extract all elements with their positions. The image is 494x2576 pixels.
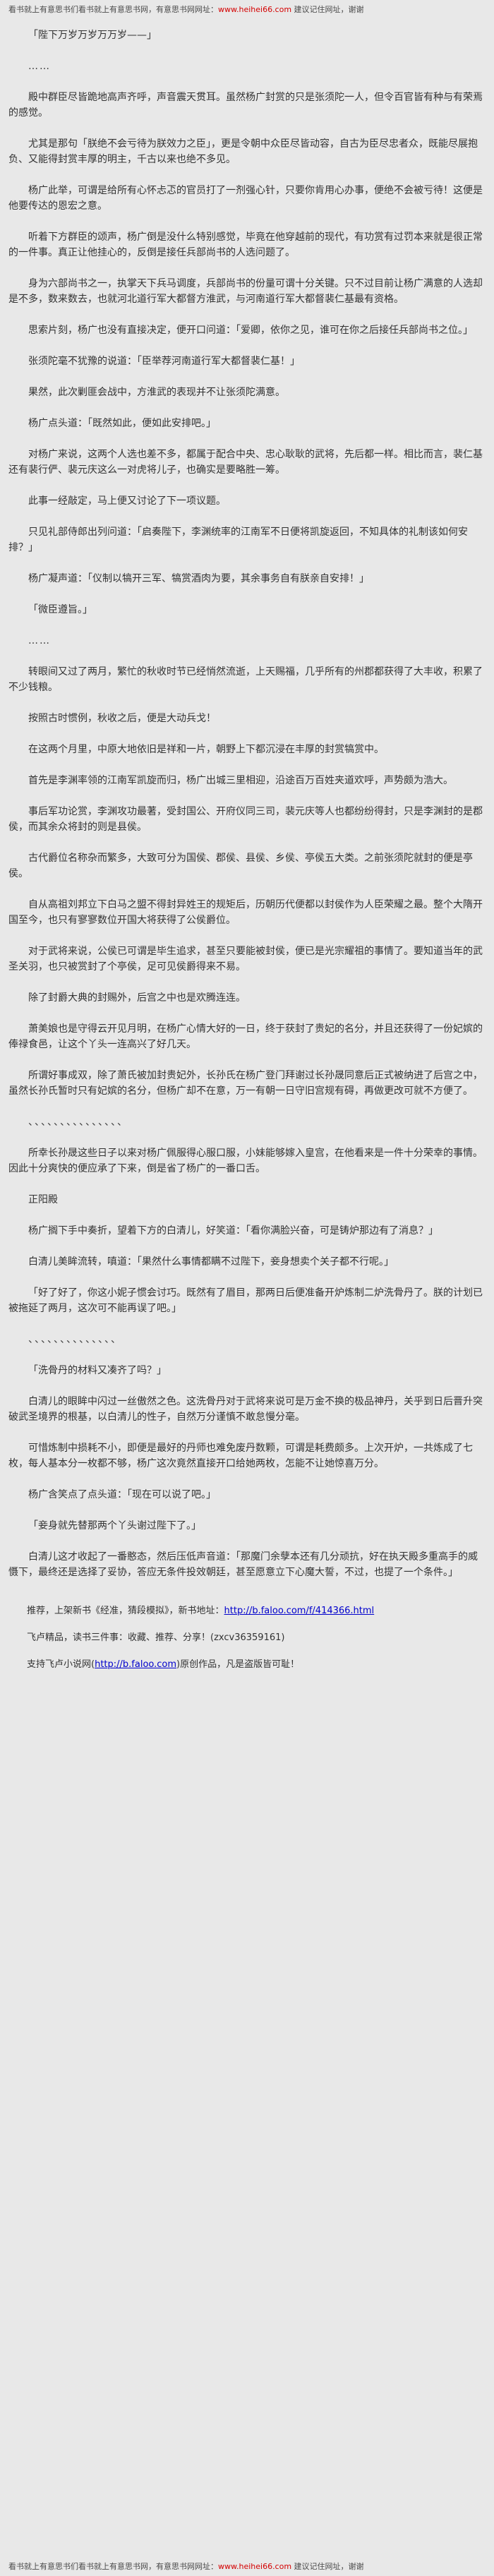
promo-three-things-text: 飞卢精品，读书三件事：收藏、推荐、分享！	[27, 1632, 211, 1643]
novel-paragraph: ……	[28, 61, 51, 72]
novel-paragraph: ……	[28, 635, 51, 646]
promo-new-book-line: 推荐，上架新书《经准，猜段模拟》，新书地址：http://b.faloo.com…	[8, 1604, 486, 1618]
promo-support-suffix: )原创作品，凡是盗版皆可耻！	[176, 1659, 300, 1670]
novel-paragraph: 白清儿美眸流转，嗔道：「果然什么事情都瞒不过陛下，妾身想卖个关子都不行呢。」	[28, 1256, 394, 1268]
novel-paragraph: 对杨广来说，这两个人选也差不多，都属于配合中央、忠心耿耿的武将，先后都一样。相比…	[8, 449, 483, 476]
novel-paragraph: 杨广此举，可谓是给所有心怀忐忑的官员打了一剂强心针，只要你肯用心办事，便绝不会被…	[8, 185, 483, 212]
site-notice-suffix: 建议记住网址，谢谢	[291, 5, 364, 14]
novel-paragraph: 「陛下万岁万岁万万岁——」	[28, 30, 157, 41]
novel-paragraph: 事后军功论赏，李渊攻功最著，受封国公、开府仪同三司，裴元庆等人也都纷纷得封，只是…	[8, 806, 483, 833]
novel-paragraph: 思索片刻，杨广也没有直接决定，便开口问道：「爱卿，依你之见，谁可在你之后接任兵部…	[28, 325, 473, 336]
novel-paragraph: 听着下方群臣的颂声，杨广倒是没什么特别感觉，毕竟在他穿越前的现代，有功赏有过罚本…	[8, 231, 483, 258]
novel-paragraph: 「好了好了，你这小妮子惯会讨巧。既然有了眉目，那两日后便准备开炉炼制二炉洗骨丹了…	[8, 1287, 483, 1314]
novel-paragraph: 「洗骨丹的材料又凑齐了吗？」	[28, 1365, 167, 1376]
novel-paragraph: 所幸长孙晟这些日子以来对杨广佩服得心服口服，小妹能够嫁入皇宫，在他看来是一件十分…	[8, 1148, 483, 1174]
novel-paragraph: 杨广凝声道：「仪制以犒开三军、犒赏酒肉为要，其余事务自有朕亲自安排！」	[28, 573, 369, 584]
promo-support-line: 支持飞卢小说网(http://b.faloo.com)原创作品，凡是盗版皆可耻！	[8, 1658, 486, 1672]
novel-paragraph: 、、、、、、、、、、、、、、、	[28, 1117, 128, 1128]
novel-paragraph: 「妾身就先替那两个丫头谢过陛下了。」	[28, 1520, 201, 1531]
site-url-link[interactable]: www.heihei66.com	[218, 5, 292, 14]
novel-paragraph: 按照古时惯例，秋收之后，便是大动兵戈！	[28, 713, 216, 724]
novel-paragraph: 除了封爵大典的封赐外，后宫之中也是欢腾连连。	[28, 992, 246, 1004]
novel-paragraph: 此事一经敲定，马上便又讨论了下一项议题。	[28, 495, 226, 507]
novel-paragraph: 杨广点头道：「既然如此，便如此安排吧。」	[28, 418, 216, 429]
promo-support-prefix: 支持飞卢小说网(	[27, 1659, 95, 1670]
new-book-link[interactable]: http://b.faloo.com/f/414366.html	[224, 1606, 375, 1616]
promo-code: (zxcv36359161)	[210, 1632, 285, 1643]
novel-paragraph: 所谓好事成双，除了萧氏被加封贵妃外，长孙氏在杨广登门拜谢过长孙晟同意后正式被纳进…	[8, 1070, 483, 1097]
novel-paragraph: 果然，此次剿匪会战中，方淮武的表现并不让张须陀满意。	[28, 387, 285, 398]
novel-paragraph: 转眼间又过了两月，繁忙的秋收时节已经悄然流逝，上天赐福，几乎所有的州郡都获得了大…	[8, 666, 483, 693]
site-notice-bottom: 看书就上有意思书们看书就上有意思书网，有意思书网网址：www.heihei66.…	[8, 2561, 486, 2572]
site-notice-suffix-bottom: 建议记住网址，谢谢	[291, 2562, 364, 2571]
novel-paragraph: 自从高祖刘邦立下白马之盟不得封异姓王的规矩后，历朝历代便都以封侯作为人臣荣耀之最…	[8, 899, 483, 926]
novel-paragraph: 张须陀毫不犹豫的说道：「臣举荐河南道行军大都督裴仁基！」	[28, 356, 300, 367]
novel-paragraph: 杨广搁下手中奏折，望着下方的白清儿，好笑道：「看你满脸兴奋，可是铸炉那边有了消息…	[28, 1225, 438, 1236]
site-notice-prefix-bottom: 看书就上有意思书们看书就上有意思书网，有意思书网网址：	[8, 2562, 218, 2571]
novel-paragraph: 对于武将来说，公侯已可谓是毕生追求，甚至只要能被封侯，便已是光宗耀祖的事情了。要…	[8, 946, 483, 973]
novel-paragraph: 、、、、、、、、、、、、、、	[28, 1334, 122, 1345]
novel-paragraph: 萧美娘也是守得云开见月明，在杨广心情大好的一日，终于获封了贵妃的名分，并且还获得…	[8, 1023, 483, 1050]
site-notice-prefix: 看书就上有意思书们看书就上有意思书网，有意思书网网址：	[8, 5, 218, 14]
novel-paragraph: 首先是李渊率领的江南军凯旋而归，杨广出城三里相迎，沿途百万百姓夹道欢呼，声势颇为…	[28, 775, 453, 786]
novel-paragraph: 尤其是那句「朕绝不会亏待为朕效力之臣」，更是令朝中众臣尽皆动容，自古为臣尽忠者众…	[8, 138, 478, 165]
faloo-site-link[interactable]: http://b.faloo.com	[95, 1659, 177, 1670]
novel-paragraph: 只见礼部侍郎出列问道：「启奏陛下，李渊统率的江南军不日便将凯旋返回，不知具体的礼…	[8, 526, 468, 553]
novel-paragraph: 可惜炼制中损耗不小，即便是最好的丹师也难免废丹数颗，可谓是耗费颇多。上次开炉，一…	[8, 1443, 473, 1469]
site-notice-top: 看书就上有意思书们看书就上有意思书网，有意思书网网址：www.heihei66.…	[8, 4, 486, 15]
novel-paragraph: 杨广含笑点了点头道：「现在可以说了吧。」	[28, 1489, 216, 1500]
novel-paragraph: 在这两个月里，中原大地依旧是祥和一片，朝野上下都沉浸在丰厚的封赏犒赏中。	[28, 744, 384, 755]
novel-paragraph: 白清儿这才收起了一番憨态，然后压低声音道：「那魔门余孽本还有几分顽抗，好在执天殿…	[8, 1551, 478, 1578]
novel-content: 「陛下万岁万岁万万岁——」 …… 殿中群臣尽皆跪地高声齐呼，声音震天贯耳。虽然杨广封…	[8, 28, 486, 1580]
novel-paragraph: 正阳殿	[28, 1194, 58, 1205]
promo-three-things-line: 飞卢精品，读书三件事：收藏、推荐、分享！(zxcv36359161)	[8, 1631, 486, 1645]
promo-new-book-text: 推荐，上架新书《经准，猜段模拟》，新书地址：	[27, 1606, 224, 1616]
novel-paragraph: 殿中群臣尽皆跪地高声齐呼，声音震天贯耳。虽然杨广封赏的只是张须陀一人，但令百官皆…	[8, 92, 483, 119]
promo-block: 推荐，上架新书《经准，猜段模拟》，新书地址：http://b.faloo.com…	[8, 1604, 486, 1672]
novel-paragraph: 白清儿的眼眸中闪过一丝傲然之色。这洗骨丹对于武将来说可是万金不换的极品神丹，关乎…	[8, 1396, 483, 1423]
novel-paragraph: 「微臣遵旨。」	[28, 604, 92, 615]
site-url-link-bottom[interactable]: www.heihei66.com	[218, 2562, 292, 2571]
novel-paragraph: 身为六部尚书之一，执掌天下兵马调度，兵部尚书的份量可谓十分关键。只不过目前让杨广…	[8, 278, 483, 305]
novel-paragraph: 古代爵位名称杂而繁多，大致可分为国侯、郡侯、县侯、乡侯、亭侯五大类。之前张须陀就…	[8, 853, 473, 879]
